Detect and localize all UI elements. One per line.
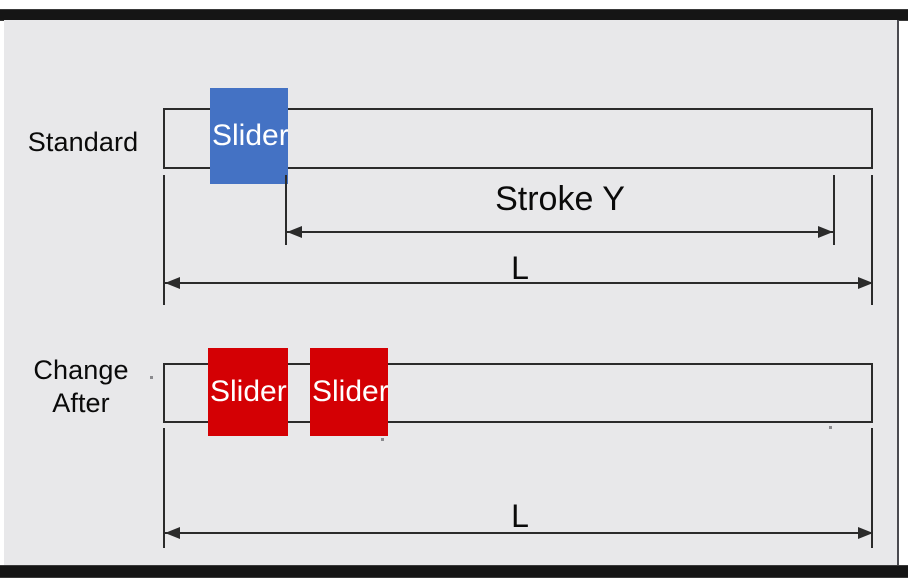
witness-line-stroke-y-left	[285, 175, 287, 245]
witness-line-stroke-y-right	[833, 175, 835, 245]
witness-line-l-bottom-left	[163, 428, 165, 548]
arrow-stroke-y-left	[287, 226, 302, 238]
scan-speck-3	[829, 426, 832, 429]
bottom-rule	[0, 565, 908, 578]
dimension-line-l-top	[165, 282, 873, 284]
arrow-stroke-y-right	[818, 226, 833, 238]
witness-line-l-top-left	[163, 175, 165, 305]
slider-block-change-1[interactable]: Slider	[208, 348, 288, 436]
slider-block-standard[interactable]: Slider	[210, 88, 288, 184]
row-label-change-after: Change After	[33, 355, 129, 418]
dimension-label-l-bottom: L	[511, 498, 529, 534]
drawing-area	[4, 20, 898, 565]
arrow-l-top-right	[858, 277, 873, 289]
dimension-line-stroke-y	[287, 231, 833, 233]
arrow-l-bottom-left	[165, 527, 180, 539]
dimension-line-l-bottom	[165, 532, 873, 534]
scan-speck-1	[150, 376, 153, 379]
dimension-label-l-top: L	[511, 250, 529, 286]
slider-block-change-2[interactable]: Slider	[310, 348, 388, 436]
dimension-label-stroke-y: Stroke Y	[495, 180, 625, 218]
arrow-l-top-left	[165, 277, 180, 289]
row-label-standard: Standard	[27, 127, 139, 157]
witness-line-l-top-right	[871, 175, 873, 305]
arrow-l-bottom-right	[858, 527, 873, 539]
scan-speck-2	[381, 438, 384, 441]
witness-line-l-bottom-right	[871, 428, 873, 548]
right-border-rule	[897, 20, 899, 565]
